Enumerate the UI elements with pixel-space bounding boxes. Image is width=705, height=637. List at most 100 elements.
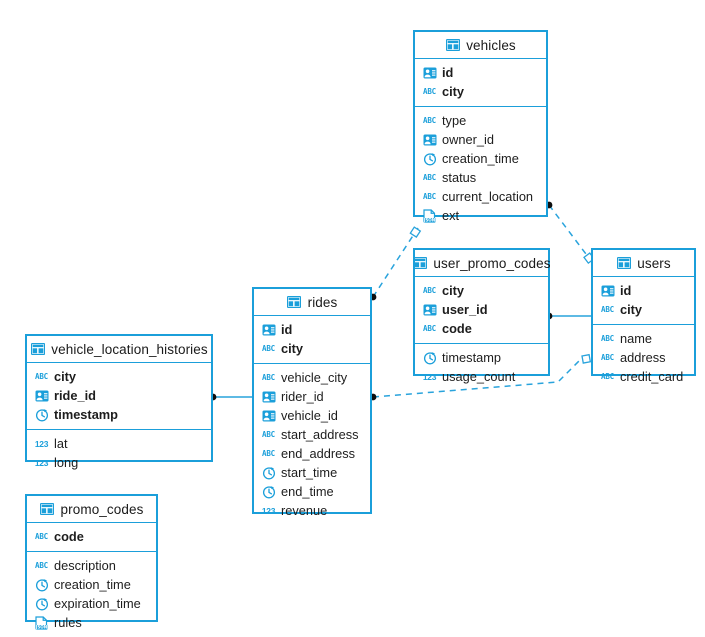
timestamp-type-icon bbox=[422, 151, 437, 166]
relationship-vehicle-location-histories-to-rides[interactable] bbox=[209, 393, 252, 401]
column-field[interactable]: expiration_time bbox=[27, 594, 156, 613]
relationship-target-square bbox=[581, 353, 592, 364]
abc-type-icon: ABC bbox=[423, 87, 436, 96]
field-label: long bbox=[54, 455, 79, 470]
table-icon bbox=[287, 295, 302, 310]
entity-header-promo_codes[interactable]: promo_codes bbox=[27, 496, 156, 523]
column-field[interactable]: start_time bbox=[254, 463, 370, 482]
primary-key-field[interactable]: ride_id bbox=[27, 386, 211, 405]
entity-header-vehicle_location_histories[interactable]: vehicle_location_histories bbox=[27, 336, 211, 363]
entity-header-rides[interactable]: rides bbox=[254, 289, 370, 316]
field-label: type bbox=[442, 113, 467, 128]
primary-key-field[interactable]: id bbox=[593, 281, 694, 300]
field-label: city bbox=[442, 283, 465, 298]
primary-key-field[interactable]: user_id bbox=[415, 300, 548, 319]
timestamp-type-icon bbox=[261, 484, 276, 499]
relationship-user-promo-codes-to-users[interactable] bbox=[545, 312, 591, 320]
primary-key-field[interactable]: id bbox=[415, 63, 546, 82]
column-field[interactable]: 123 long bbox=[27, 453, 211, 472]
primary-key-field[interactable]: id bbox=[254, 320, 370, 339]
field-label: owner_id bbox=[442, 132, 494, 147]
column-field[interactable]: end_time bbox=[254, 482, 370, 501]
field-label: code bbox=[442, 321, 472, 336]
field-label: id bbox=[442, 65, 454, 80]
table-icon bbox=[616, 256, 631, 271]
timestamp-type-icon bbox=[34, 577, 49, 592]
table-icon bbox=[30, 342, 45, 357]
field-label: timestamp bbox=[442, 350, 502, 365]
primary-key-field[interactable]: ABC city bbox=[593, 300, 694, 319]
abc-type-icon: ABC bbox=[423, 286, 436, 295]
column-field[interactable]: timestamp bbox=[415, 348, 548, 367]
number-type-icon: 123 bbox=[261, 505, 276, 516]
uuid-type-icon bbox=[261, 322, 276, 337]
field-label: city bbox=[620, 302, 643, 317]
abc-type-icon: ABC bbox=[601, 305, 614, 314]
number-type-icon: 123 bbox=[34, 457, 49, 468]
abc-type-icon: ABC bbox=[423, 192, 436, 201]
abc-type-icon: ABC bbox=[262, 344, 275, 353]
uuid-type-icon bbox=[34, 388, 49, 403]
abc-type-icon: ABC bbox=[601, 334, 614, 343]
column-field[interactable]: creation_time bbox=[415, 149, 546, 168]
uuid-type-icon bbox=[422, 65, 437, 80]
primary-key-field[interactable]: timestamp bbox=[27, 405, 211, 424]
timestamp-type-icon bbox=[261, 465, 276, 480]
column-field[interactable]: owner_id bbox=[415, 130, 546, 149]
field-label: ride_id bbox=[54, 388, 96, 403]
column-field[interactable]: JSON rules bbox=[27, 613, 156, 632]
field-label: user_id bbox=[442, 302, 488, 317]
timestamp-type-icon bbox=[422, 350, 437, 365]
entity-header-user_promo_codes[interactable]: user_promo_codes bbox=[412, 250, 551, 277]
column-field[interactable]: rider_id bbox=[254, 387, 370, 406]
abc-type-icon: ABC bbox=[423, 116, 436, 125]
column-field[interactable]: vehicle_id bbox=[254, 406, 370, 425]
entity-title: rides bbox=[307, 294, 338, 310]
entity-title: promo_codes bbox=[60, 501, 144, 517]
uuid-type-icon bbox=[261, 389, 276, 404]
field-label: vehicle_id bbox=[281, 408, 338, 423]
column-field[interactable]: ABC type bbox=[415, 111, 546, 130]
entity-header-vehicles[interactable]: vehicles bbox=[415, 32, 546, 59]
abc-type-icon: ABC bbox=[35, 561, 48, 570]
relationship-vehicles-to-users[interactable] bbox=[545, 201, 596, 265]
field-label: id bbox=[620, 283, 632, 298]
entity-header-users[interactable]: users bbox=[593, 250, 694, 277]
field-label: creation_time bbox=[54, 577, 131, 592]
uuid-type-icon bbox=[600, 283, 615, 298]
field-label: rider_id bbox=[281, 389, 324, 404]
svg-text:JSON: JSON bbox=[35, 624, 48, 629]
primary-key-field[interactable]: ABC city bbox=[415, 281, 548, 300]
entity-title: user_promo_codes bbox=[433, 255, 551, 271]
field-label: rules bbox=[54, 615, 82, 630]
column-field[interactable]: creation_time bbox=[27, 575, 156, 594]
